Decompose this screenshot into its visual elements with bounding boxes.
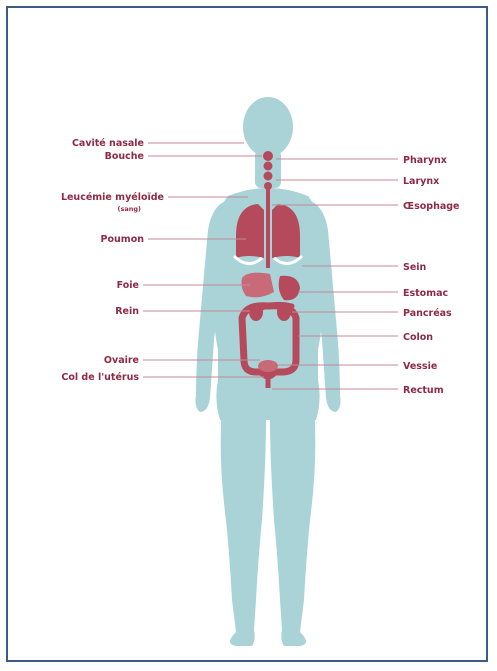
- label-oesophage: Œsophage: [403, 201, 460, 212]
- label-colon: Colon: [403, 332, 433, 343]
- label-vessie: Vessie: [403, 361, 437, 372]
- label-larynx: Larynx: [403, 176, 439, 187]
- label-pharynx: Pharynx: [403, 155, 447, 166]
- bladder-organ: [258, 360, 278, 372]
- label-leucemie: Leucémie myéloïde: [61, 192, 164, 203]
- label-cavite-nasale: Cavité nasale: [72, 138, 144, 149]
- left-labels: Cavité nasale Bouche Leucémie myéloïde (…: [61, 138, 164, 383]
- label-col-uterus: Col de l'utérus: [61, 372, 139, 383]
- label-leucemie-note: (sang): [118, 205, 142, 213]
- oesophagus-organ: [266, 188, 270, 268]
- label-foie: Foie: [117, 280, 139, 291]
- label-rein: Rein: [115, 306, 139, 317]
- label-sein: Sein: [403, 262, 427, 273]
- label-pancreas: Pancréas: [403, 308, 452, 319]
- label-poumon: Poumon: [101, 234, 145, 245]
- right-labels: Pharynx Larynx Œsophage Sein Estomac Pan…: [403, 155, 460, 396]
- pharynx-organ: [263, 151, 273, 161]
- label-bouche: Bouche: [105, 151, 144, 162]
- label-ovaire: Ovaire: [104, 355, 139, 366]
- label-rectum: Rectum: [403, 385, 444, 396]
- label-estomac: Estomac: [403, 288, 448, 299]
